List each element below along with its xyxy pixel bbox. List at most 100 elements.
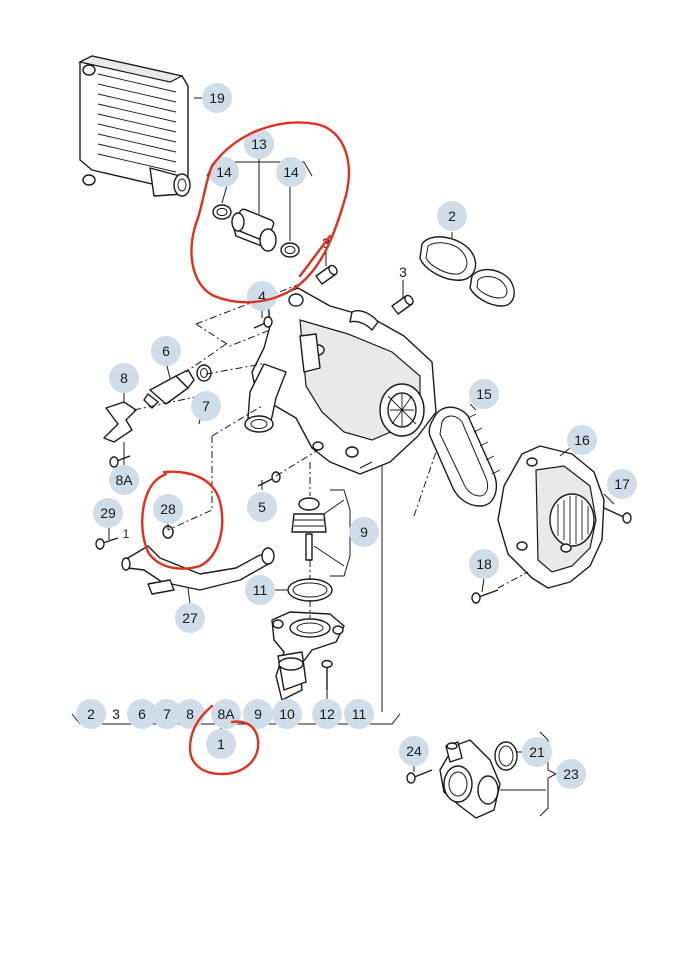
- callout-13-label: 13: [251, 136, 267, 152]
- thermostat-part-9[interactable]: [291, 497, 327, 561]
- bolt-part-5[interactable]: [257, 471, 281, 487]
- callout-29-label: 29: [100, 505, 116, 521]
- callout-4-label: 4: [258, 288, 266, 304]
- kit-item-label: 8A: [217, 706, 235, 722]
- kit-item-label: 9: [254, 706, 262, 722]
- callout-7[interactable]: 7: [191, 391, 221, 421]
- kit-item-2[interactable]: 2: [76, 699, 106, 729]
- callout-5[interactable]: 5: [247, 492, 277, 522]
- callout-17-label: 17: [614, 476, 630, 492]
- callout-7-label: 7: [202, 398, 210, 414]
- callout-23-label: 23: [563, 766, 579, 782]
- toothed-belt-part-15[interactable]: [428, 406, 501, 507]
- kit-item-label: 12: [319, 706, 335, 722]
- callout-16-label: 16: [574, 432, 590, 448]
- callout-14-right[interactable]: 14: [276, 157, 306, 187]
- callout-3-right: 3: [399, 264, 407, 280]
- callout-14-left[interactable]: 14: [209, 157, 239, 187]
- o-ring-part-11[interactable]: [287, 578, 333, 602]
- bolt-part-24[interactable]: [406, 769, 433, 784]
- callout-2[interactable]: 2: [437, 201, 467, 231]
- dowel-pin-part-3-left[interactable]: [315, 264, 339, 285]
- callout-15[interactable]: 15: [469, 379, 499, 409]
- callout-29[interactable]: 29: [93, 498, 123, 528]
- kit-item-10[interactable]: 10: [272, 699, 302, 729]
- bolt-part-12[interactable]: [321, 659, 333, 691]
- kit-item-11[interactable]: 11: [344, 699, 374, 729]
- temperature-sensor-part-6[interactable]: [143, 369, 195, 409]
- coolant-pipe-part-27[interactable]: [121, 545, 275, 595]
- callout-11[interactable]: 11: [245, 575, 275, 605]
- callout-15-label: 15: [476, 386, 492, 402]
- callout-9[interactable]: 9: [349, 517, 379, 547]
- bolt-part-4[interactable]: [253, 316, 273, 329]
- assembly-lines: [133, 283, 529, 712]
- connector-part-13[interactable]: [231, 208, 277, 252]
- label-1-near-29: 1: [123, 527, 130, 541]
- callout-8A[interactable]: 8A: [109, 465, 139, 495]
- kit-item-6[interactable]: 6: [127, 699, 157, 729]
- callout-14-right-label: 14: [283, 164, 299, 180]
- kit-item-8A[interactable]: 8A: [211, 699, 241, 729]
- callout-17[interactable]: 17: [607, 469, 637, 499]
- callout-6[interactable]: 6: [151, 336, 181, 366]
- belt-cover-part-16[interactable]: [497, 445, 605, 589]
- kit-item-12[interactable]: 12: [312, 699, 342, 729]
- kit-item-7[interactable]: 7: [152, 699, 182, 729]
- callout-18-label: 18: [476, 556, 492, 572]
- callout-16[interactable]: 16: [567, 425, 597, 455]
- callout-8A-label: 8A: [115, 472, 133, 488]
- callout-27-label: 27: [182, 610, 198, 626]
- kit-item-label: 7: [163, 706, 171, 722]
- callout-18[interactable]: 18: [469, 549, 499, 579]
- markup-circle-1: [188, 704, 260, 776]
- callout-13[interactable]: 13: [244, 129, 274, 159]
- kit-parent-1[interactable]: 1: [206, 729, 236, 759]
- callout-19-label: 19: [209, 90, 225, 106]
- dowel-pin-part-3-right[interactable]: [391, 294, 415, 315]
- callout-14-left-label: 14: [216, 164, 232, 180]
- callout-6-label: 6: [162, 343, 170, 359]
- kit-row: 2 3 6 7 8 8A 9 10 12: [76, 699, 374, 759]
- bolt-part-29[interactable]: [95, 537, 119, 550]
- callout-24-label: 24: [406, 743, 422, 759]
- callout-8[interactable]: 8: [109, 363, 139, 393]
- kit-item-label: 6: [138, 706, 146, 722]
- markup-circle-13-14: [190, 121, 351, 304]
- callout-4[interactable]: 4: [247, 281, 277, 311]
- bolt-part-18[interactable]: [471, 589, 499, 604]
- markup-stroke-13-14: [298, 234, 332, 278]
- callout-23[interactable]: 23: [556, 759, 586, 789]
- kit-item-8[interactable]: 8: [175, 699, 205, 729]
- callout-2-label: 2: [448, 208, 456, 224]
- callout-28[interactable]: 28: [153, 494, 183, 524]
- oil-cooler-part-19[interactable]: [78, 55, 191, 197]
- red-markup-annotations: [141, 121, 351, 776]
- callout-8-label: 8: [120, 370, 128, 386]
- callout-11-label: 11: [253, 582, 268, 598]
- bolt-part-8A[interactable]: [109, 455, 131, 468]
- seal-ring-part-14-left[interactable]: [212, 204, 232, 220]
- retaining-clip-part-8[interactable]: [103, 401, 137, 443]
- callout-19[interactable]: 19: [202, 83, 232, 113]
- kit-item-label: 11: [352, 706, 367, 722]
- water-pump-housing[interactable]: [244, 287, 437, 475]
- kit-item-label: 2: [87, 706, 95, 722]
- callout-21[interactable]: 21: [522, 737, 552, 767]
- callout-24[interactable]: 24: [399, 736, 429, 766]
- coolant-flange-part-23[interactable]: [439, 739, 501, 819]
- kit-item-9[interactable]: 9: [243, 699, 273, 729]
- callout-27[interactable]: 27: [175, 603, 205, 633]
- kit-item-3[interactable]: 3: [112, 706, 120, 722]
- thermostat-housing-part-10[interactable]: [271, 611, 345, 701]
- kit-parent-label: 1: [217, 736, 225, 752]
- bolt-part-17[interactable]: [603, 507, 632, 524]
- callout-3-right-label: 3: [399, 264, 407, 280]
- seal-ring-part-7[interactable]: [196, 364, 212, 382]
- gasket-part-2[interactable]: [419, 236, 515, 307]
- callout-9-label: 9: [360, 524, 368, 540]
- o-ring-part-21[interactable]: [494, 741, 518, 771]
- seal-ring-part-14-right[interactable]: [280, 242, 300, 258]
- kit-item-label: 3: [112, 706, 120, 722]
